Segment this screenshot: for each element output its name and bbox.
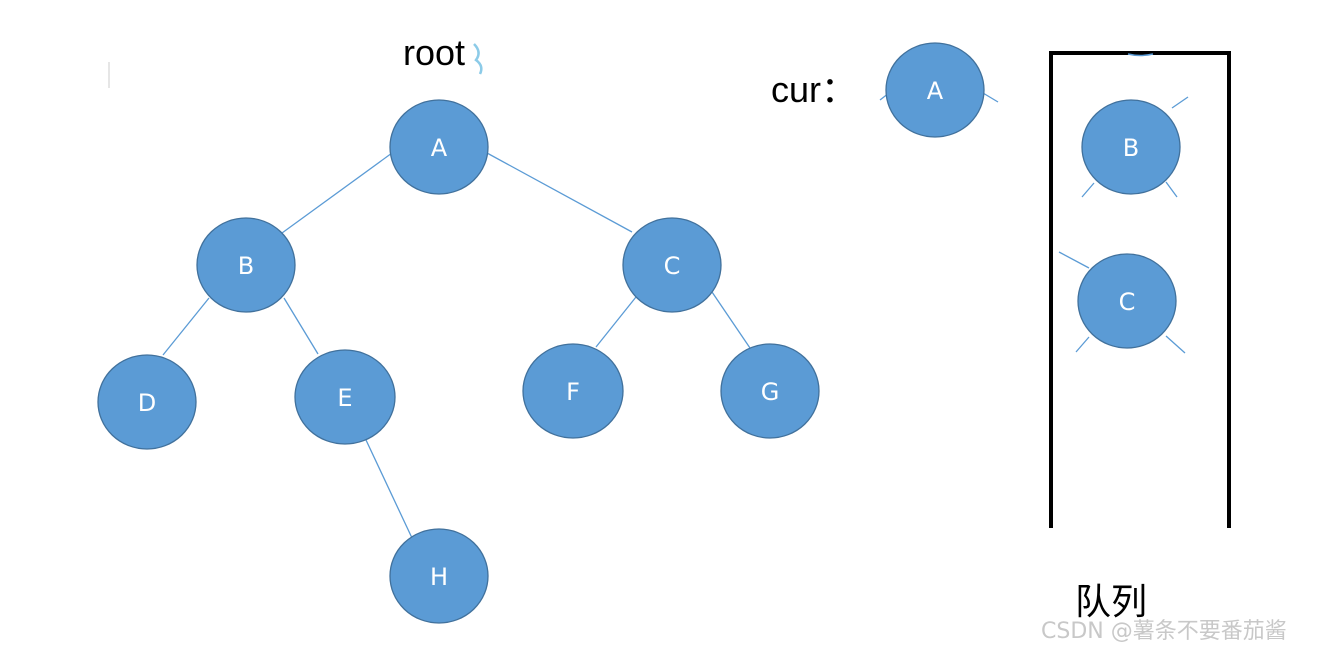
queue-label: 队列 <box>1075 581 1147 622</box>
queue-container <box>1049 51 1231 528</box>
cursor-mark-icon <box>473 43 483 75</box>
node-label: B <box>1123 134 1139 162</box>
queue-item-b: B <box>1081 96 1189 198</box>
tree-node-c: C <box>622 217 722 313</box>
queue-top-mark <box>1127 53 1154 57</box>
node-label: H <box>430 563 448 591</box>
edge-c-g <box>711 291 751 349</box>
node-label: A <box>927 77 944 105</box>
edge-b-d <box>162 297 210 356</box>
edge-b-e <box>283 297 319 355</box>
tree-node-a: A <box>389 99 489 195</box>
tree-node-f: F <box>522 343 624 439</box>
edge-a-b <box>281 152 393 234</box>
node-label: D <box>138 389 156 417</box>
tree-edges <box>162 152 751 539</box>
cur-node: A <box>879 42 999 138</box>
watermark-text: CSDN @薯条不要番茄酱 <box>1041 619 1287 644</box>
tree-node-h: H <box>389 528 489 624</box>
edge-c-f <box>595 296 637 348</box>
tree-node-e: E <box>294 349 396 445</box>
queue-item-c: C <box>1058 251 1186 354</box>
node-label: B <box>238 252 254 280</box>
cur-label: cur： <box>771 69 857 110</box>
root-label: root <box>403 32 465 73</box>
node-label: F <box>566 378 580 406</box>
edge-e-h <box>365 439 413 539</box>
node-label: C <box>664 252 681 280</box>
tree-node-b: B <box>196 217 296 313</box>
tree-node-g: G <box>720 343 820 439</box>
node-label: E <box>337 384 352 412</box>
edge-a-c <box>486 152 633 233</box>
node-label: A <box>431 134 448 162</box>
node-label: G <box>761 378 780 406</box>
node-label: C <box>1119 288 1136 316</box>
tree-node-d: D <box>97 354 197 450</box>
